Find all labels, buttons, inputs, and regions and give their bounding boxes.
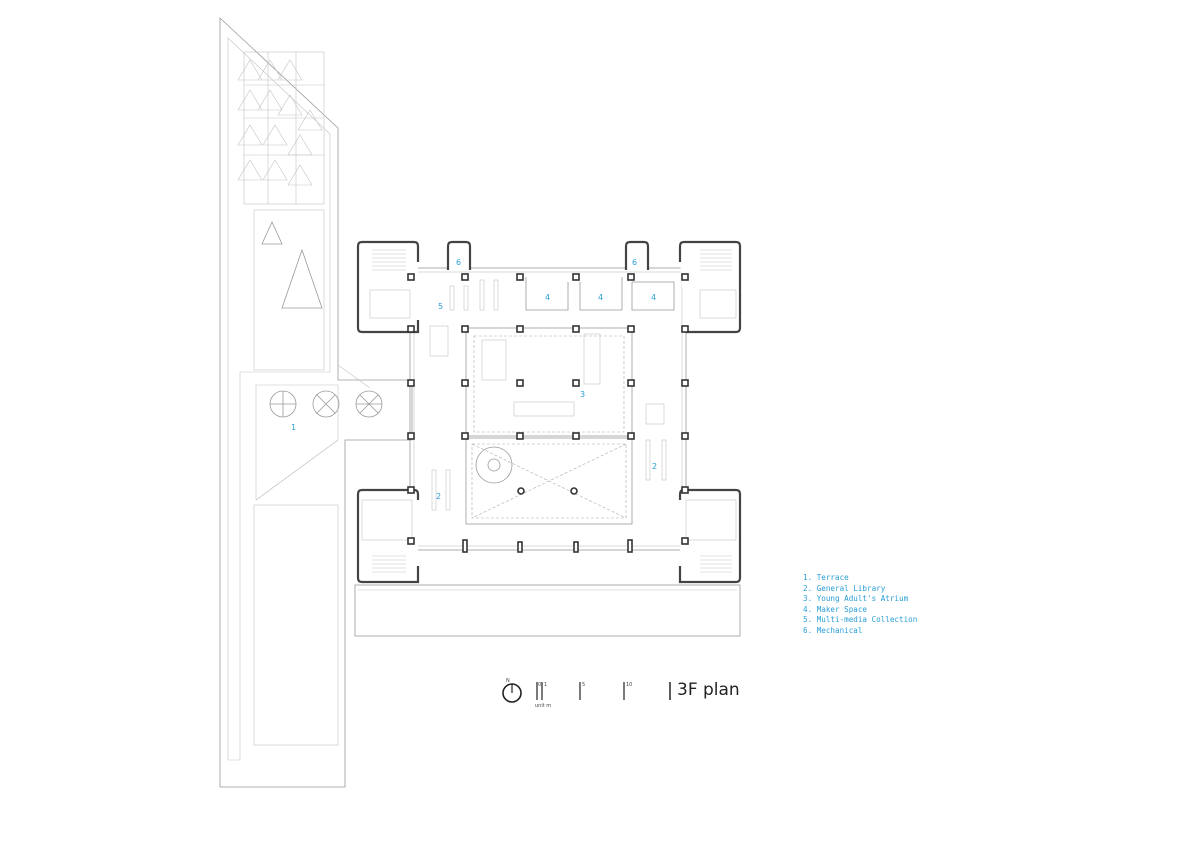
north-arrow-icon: N [502, 678, 522, 703]
main-building [354, 240, 742, 637]
label-multimedia: 5 [438, 302, 443, 311]
label-mechanical-east: 6 [632, 258, 637, 267]
svg-text:N: N [506, 678, 510, 684]
label-maker-space-b: 4 [598, 293, 603, 302]
svg-text:10: 10 [626, 682, 632, 688]
drawing-title: 3F plan [677, 680, 740, 700]
scale-bar [536, 682, 671, 700]
terrace-wedge [219, 17, 413, 788]
legend-item: 5. Multi-media Collection [803, 615, 918, 625]
svg-text:5: 5 [582, 682, 585, 688]
legend-item: 1. Terrace [803, 573, 849, 582]
legend-item: 6. Mechanical [803, 625, 863, 635]
label-mechanical-west: 6 [456, 258, 461, 267]
svg-text:0: 0 [538, 682, 541, 688]
label-maker-space-a: 4 [545, 293, 550, 302]
legend-item: 4. Maker Space [803, 604, 868, 614]
label-general-library-east: 2 [652, 462, 657, 471]
label-terrace: 1 [291, 423, 296, 432]
legend: 1. Terrace 2. General Library 3. Young A… [803, 573, 917, 637]
terrace-umbrellas [269, 390, 383, 418]
label-maker-space-c: 4 [651, 293, 656, 302]
legend-item: 3. Young Adult's Atrium [803, 594, 909, 604]
svg-text:1: 1 [544, 682, 547, 688]
legend-item: 2. General Library [803, 583, 886, 593]
label-atrium: 3 [580, 390, 585, 399]
svg-text:unit m: unit m [535, 703, 551, 709]
label-general-library-west: 2 [436, 492, 441, 501]
